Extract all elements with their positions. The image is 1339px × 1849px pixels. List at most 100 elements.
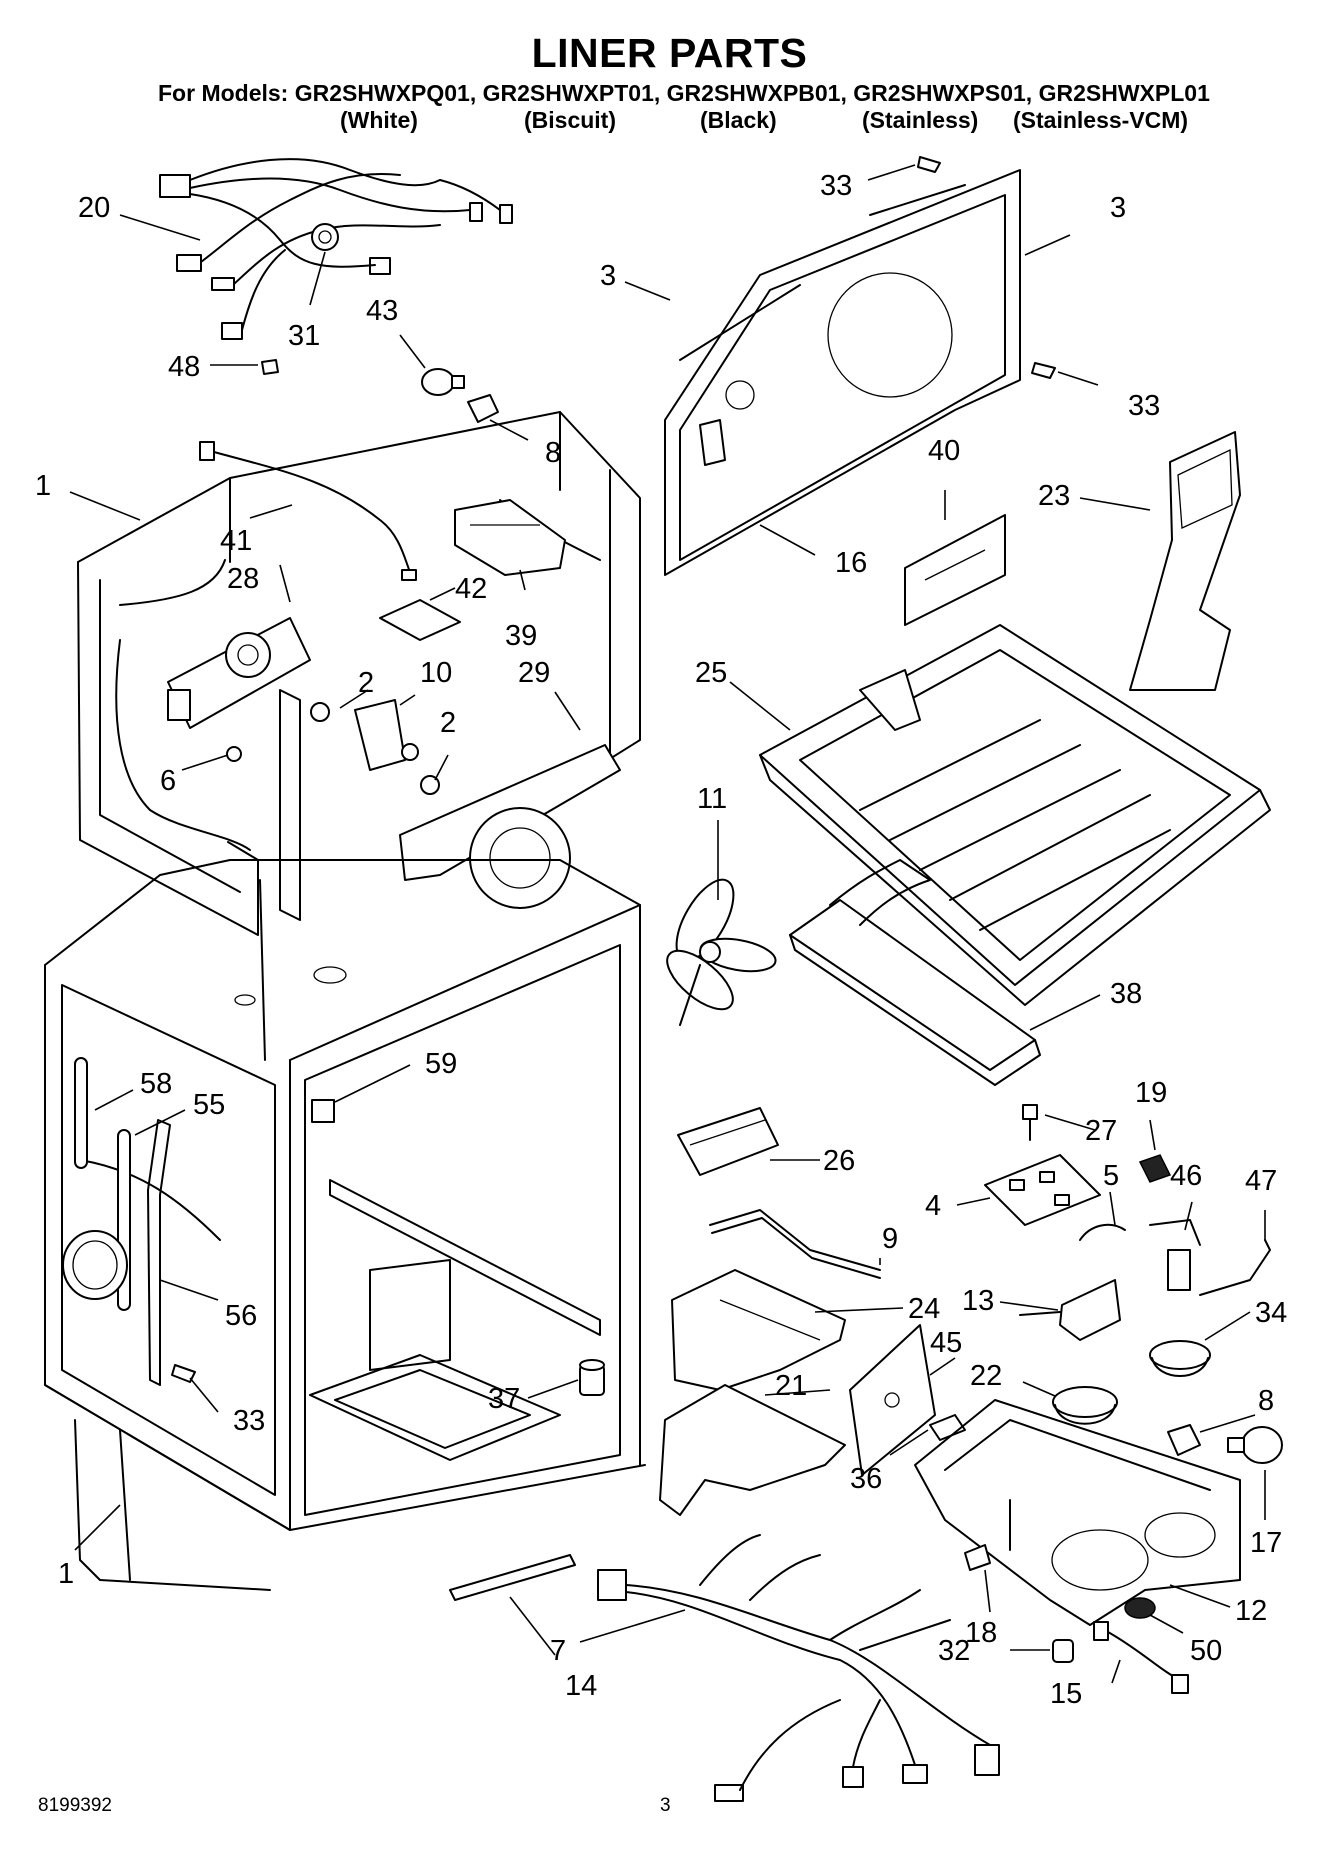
clip-48 [261,359,279,375]
callout-29: 29 [518,657,550,689]
callout-50: 50 [1190,1635,1222,1667]
callout-10: 10 [420,657,452,689]
wire-15 [1093,1621,1189,1694]
callout-2-lower: 2 [440,707,456,739]
duct-21 [659,1384,846,1516]
light-bulb-lower [1227,1426,1283,1464]
callout-11: 11 [697,783,727,815]
callout-9: 9 [882,1223,898,1255]
callout-55: 55 [193,1089,225,1121]
callout-37: 37 [488,1383,520,1415]
light-socket-upper [467,394,499,423]
callout-59: 59 [425,1048,457,1080]
temperature-control-10 [226,699,440,795]
callout-38: 38 [1110,978,1142,1010]
bracket-46 [1149,1219,1201,1291]
models-line: For Models: GR2SHWXPQ01, GR2SHWXPT01, GR… [158,80,1210,106]
control-board-4 [984,1154,1101,1226]
callout-25: 25 [695,657,727,689]
callout-26: 26 [823,1145,855,1177]
air-tower-23 [1129,431,1241,691]
hinge-59 [311,1099,335,1123]
callout-8-lower: 8 [1258,1385,1274,1417]
callout-14: 14 [565,1670,597,1702]
leader-lines [69,164,1266,1684]
cover-40 [904,514,1006,626]
color-label-biscuit: (Biscuit) [524,107,616,133]
callout-6: 6 [160,765,176,797]
housing-13 [1019,1279,1121,1341]
callout-18: 18 [965,1617,997,1649]
callout-33-top: 33 [820,170,852,202]
callout-46: 46 [1170,1160,1202,1192]
color-label-stainless: (Stainless) [862,107,979,133]
wire-9 [709,1209,881,1279]
callout-41: 41 [220,525,252,557]
screw-27 [1022,1104,1038,1141]
page-number: 3 [660,1795,671,1816]
callout-3-left: 3 [600,260,616,292]
callout-22: 22 [970,1360,1002,1392]
ice-bucket-ring [62,1230,128,1300]
callout-20: 20 [78,192,110,224]
tube-14 [449,1554,576,1601]
callout-40: 40 [928,435,960,467]
callout-19: 19 [1135,1077,1167,1109]
callout-15: 15 [1050,1678,1082,1710]
bowl-22 [1052,1386,1118,1425]
callout-13: 13 [962,1285,994,1317]
callout-17: 17 [1250,1527,1282,1559]
page-title: LINER PARTS [531,30,808,76]
screw-33-top [917,156,941,173]
duct-24 [671,1269,846,1391]
color-label-stainless-vcm: (Stainless-VCM) [1013,107,1189,133]
callout-2-upper: 2 [358,667,374,699]
callout-23: 23 [1038,480,1070,512]
screw-33-lower [171,1364,196,1383]
fan-shroud-28 [167,617,311,729]
callout-34: 34 [1255,1297,1287,1329]
color-label-black: (Black) [700,107,777,133]
callout-33-lower: 33 [233,1405,265,1437]
wire-harness-top [159,158,513,340]
dispenser-26 [677,1107,779,1176]
fan-blade-11 [666,878,777,1026]
crisper-shelf-25 [759,624,1271,1006]
air-duct-39 [454,499,566,576]
callout-42: 42 [455,573,487,605]
screw-33-right [1031,362,1056,379]
callout-56: 56 [225,1300,257,1332]
pad-36 [929,1414,966,1441]
panel-45 [849,1324,936,1476]
callout-47: 47 [1245,1165,1277,1197]
crisper-cover-38 [789,859,1041,1086]
plug-18 [964,1544,991,1571]
callout-16: 16 [835,547,867,579]
callout-12: 12 [1235,1595,1267,1627]
drain-tube-56 [147,1119,171,1386]
bowl-34 [1149,1340,1211,1377]
sensor-wire-41 [199,441,417,581]
color-label-white: (White) [340,107,418,133]
clip-5 [1079,1223,1126,1241]
callout-39: 39 [505,620,537,652]
bracket-42 [379,599,461,641]
callout-48: 48 [168,351,200,383]
fresh-food-liner [44,859,646,1591]
document-number: 8199392 [38,1795,112,1816]
callout-4: 4 [925,1190,941,1222]
light-bulb-upper [421,368,465,396]
callout-33-right: 33 [1128,390,1160,422]
plug-37 [579,1359,605,1396]
callout-27: 27 [1085,1115,1117,1147]
switch-19 [1138,1154,1172,1183]
callout-32: 32 [938,1635,970,1667]
grommet-50 [1124,1597,1156,1619]
callout-8-upper: 8 [545,437,561,469]
bracket-47 [1199,1239,1271,1296]
wire-harness-bottom [597,1534,1000,1802]
heater-tube-58 [74,1057,88,1169]
callout-labels: 20 31 43 48 8 1 41 28 42 39 2 10 29 6 2 … [35,170,1287,1710]
callout-43: 43 [366,295,398,327]
